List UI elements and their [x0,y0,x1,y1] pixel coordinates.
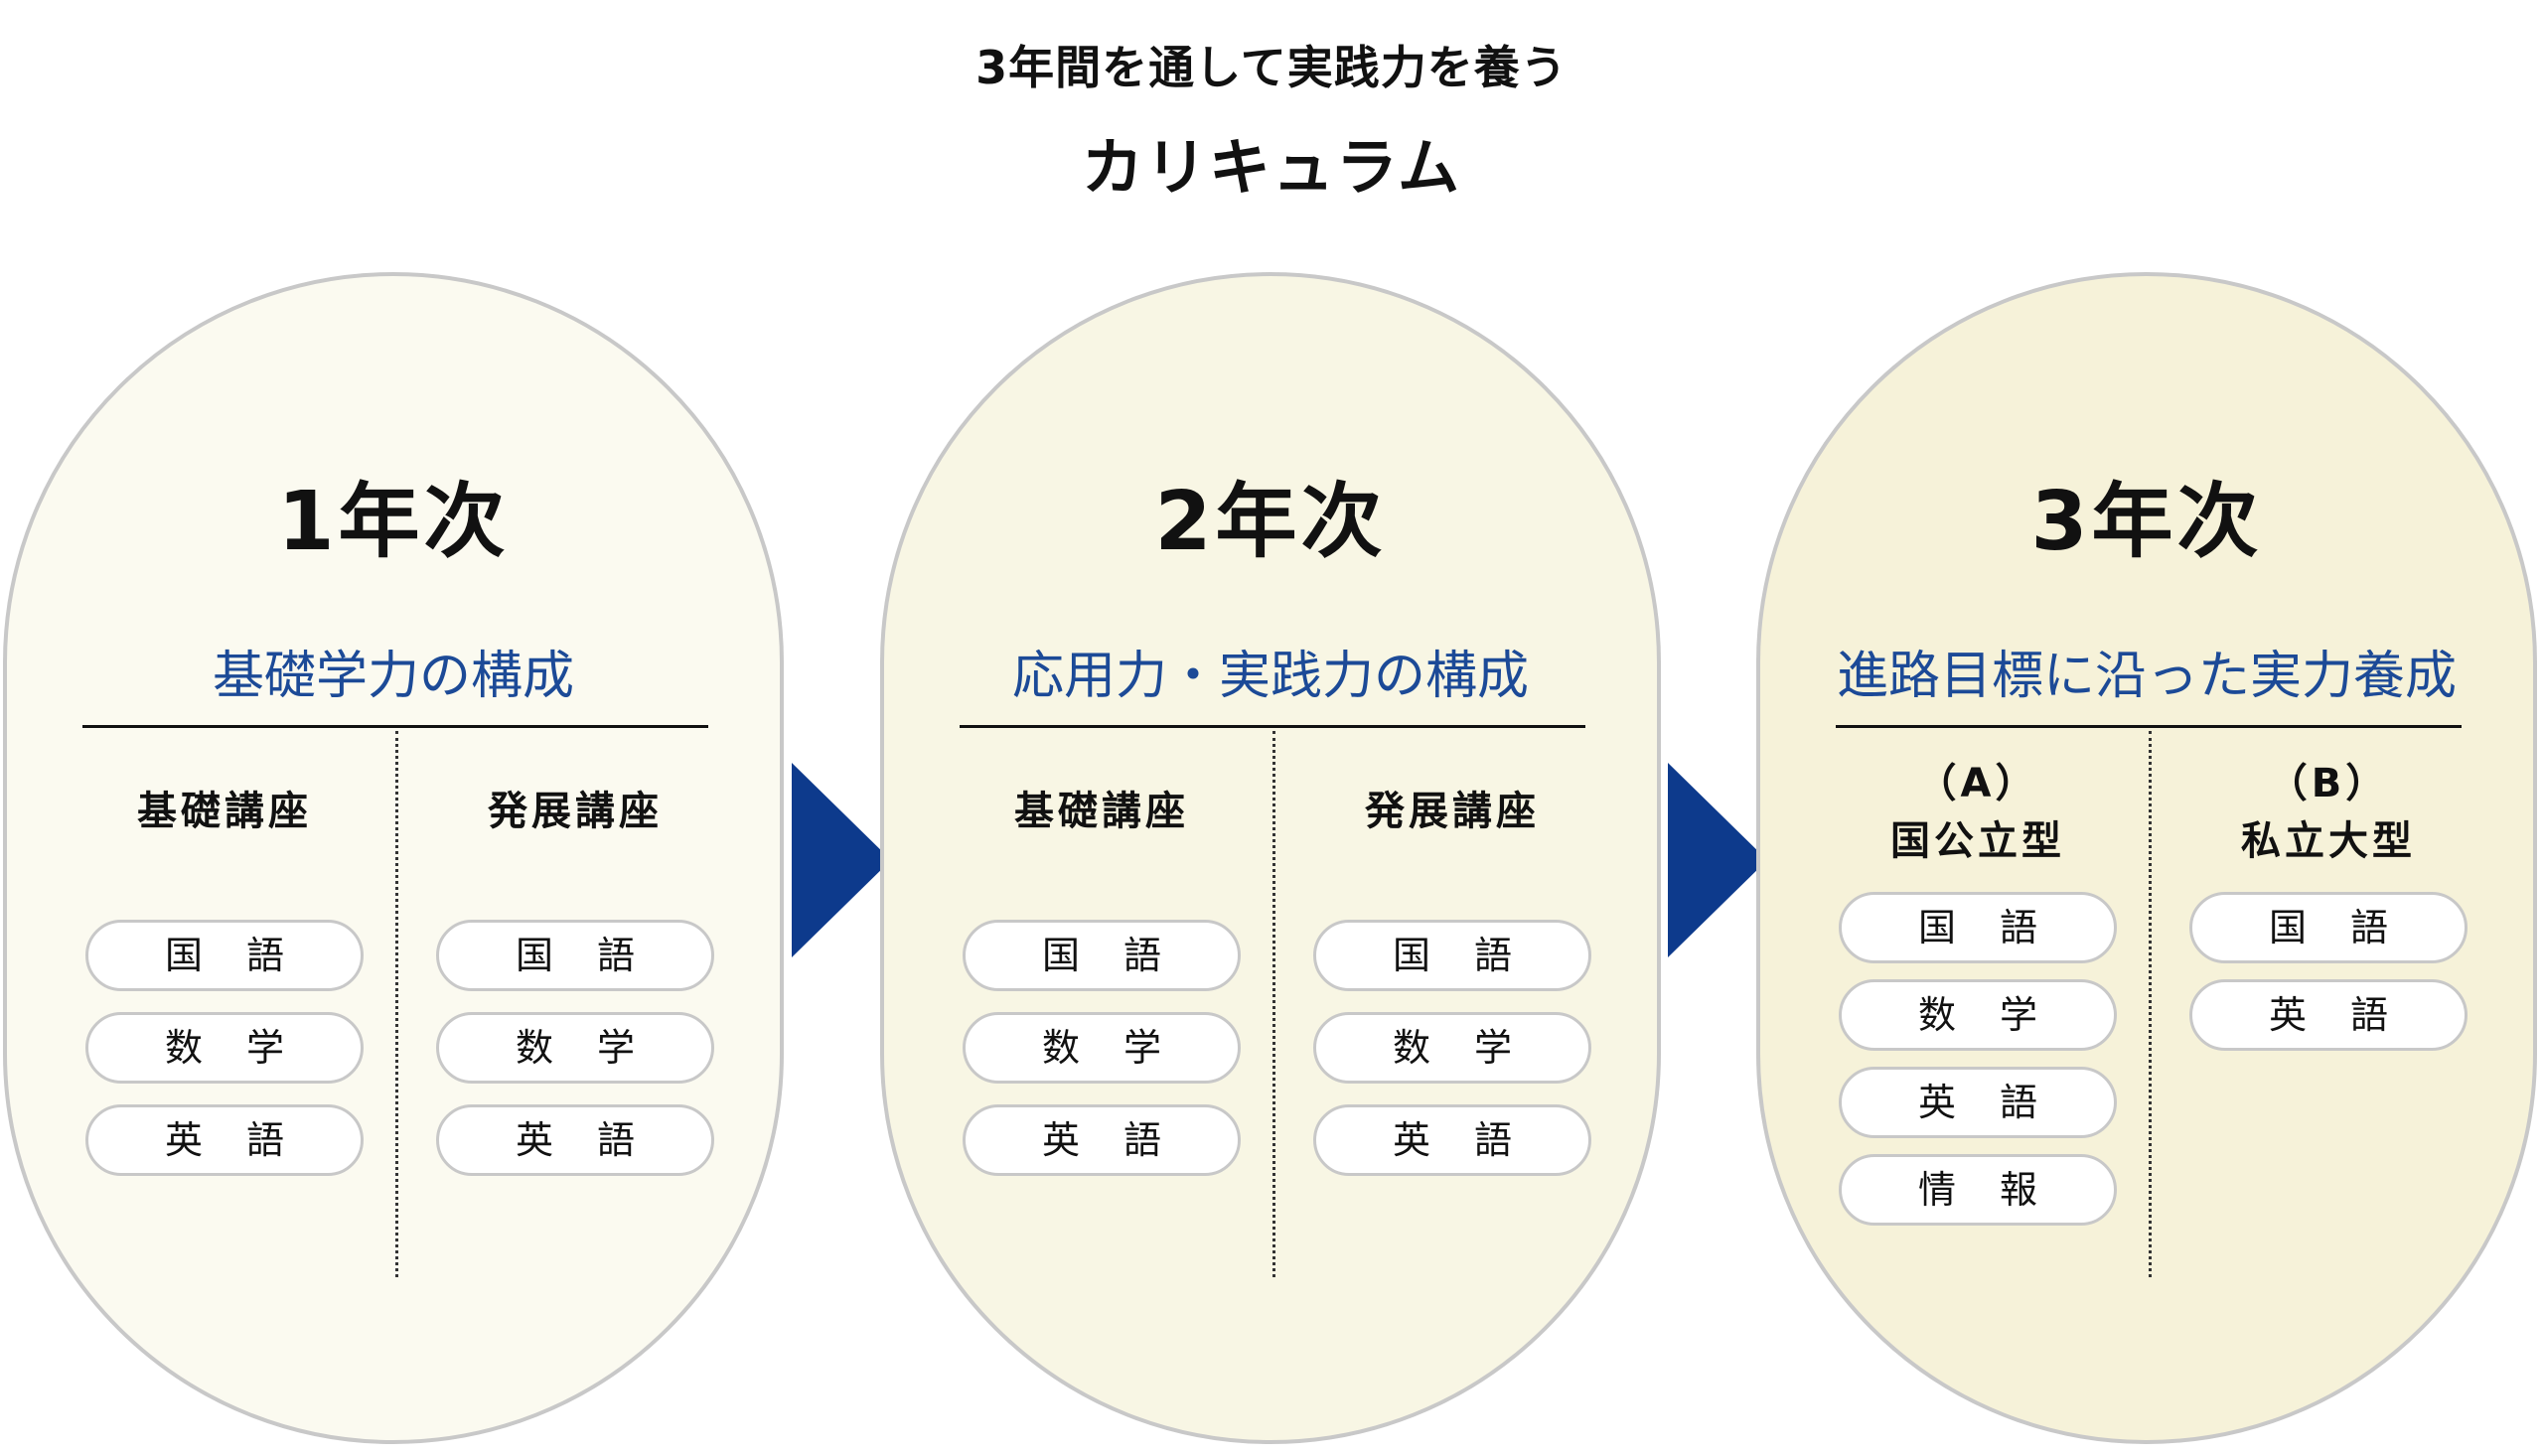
subject-pill: 数 学 [1313,1012,1591,1084]
page-title: カリキュラム [1081,131,1462,204]
column-heading-name: 私立大型 [2241,818,2416,864]
subject-pill: 国 語 [1313,920,1591,991]
page-subtitle: 3年間を通して実践力を養う [975,41,1568,94]
year-1-card: 1年次 基礎学力の構成 基礎講座 国 語 数 学 英 語 発展講座 国 語 数 … [3,272,784,1444]
subject-pill: 数 学 [963,1012,1241,1084]
year-2-theme-rule [960,725,1585,728]
year-1-label: 1年次 [277,475,510,569]
subject-pill: 国 語 [2189,892,2468,963]
year-2-label: 2年次 [1154,475,1387,569]
year-3-label: 3年次 [2030,475,2263,569]
subject-pill: 英 語 [1839,1067,2117,1138]
progress-arrow-1 [792,763,891,957]
year-2-theme: 応用力・実践力の構成 [1011,647,1529,706]
subject-pill: 英 語 [1313,1104,1591,1176]
column-heading: 基礎講座 [137,789,312,834]
year-3-national-column: （A） 国公立型 国 語 数 学 英 語 情 報 [1839,761,2117,1241]
year-3-card: 3年次 進路目標に沿った実力養成 （A） 国公立型 国 語 数 学 英 語 情 … [1756,272,2537,1444]
year-3-theme: 進路目標に沿った実力養成 [1836,647,2457,706]
subject-pill: 英 語 [85,1104,364,1176]
subject-pill: 国 語 [1839,892,2117,963]
column-heading: 発展講座 [488,789,663,834]
column-heading: 基礎講座 [1014,789,1189,834]
year-3-column-divider [2149,731,2152,1277]
column-heading: （B） 私立大型 [2189,755,2468,870]
subject-pill: 国 語 [436,920,714,991]
subject-pill: 情 報 [1839,1154,2117,1226]
year-1-theme: 基礎学力の構成 [212,647,574,706]
subject-pill: 国 語 [85,920,364,991]
year-1-theme-rule [82,725,708,728]
column-heading-type: （A） [1916,761,2039,806]
year-3-theme-rule [1836,725,2462,728]
subject-pill: 国 語 [963,920,1241,991]
subject-pill: 数 学 [85,1012,364,1084]
column-heading: 発展講座 [1365,789,1540,834]
column-heading-name: 国公立型 [1890,818,2065,864]
year-3-private-column: （B） 私立大型 国 語 英 語 [2189,761,2468,1067]
subject-pill: 数 学 [1839,979,2117,1051]
year-1-column-divider [395,731,398,1277]
year-1-basic-column: 基礎講座 国 語 数 学 英 語 [85,783,364,1197]
year-2-advanced-column: 発展講座 国 語 数 学 英 語 [1313,783,1591,1197]
column-heading: （A） 国公立型 [1839,755,2117,870]
year-2-basic-column: 基礎講座 国 語 数 学 英 語 [963,783,1241,1197]
year-2-column-divider [1272,731,1275,1277]
year-1-advanced-column: 発展講座 国 語 数 学 英 語 [436,783,714,1197]
subject-pill: 数 学 [436,1012,714,1084]
progress-arrow-2 [1668,763,1767,957]
subject-pill: 英 語 [2189,979,2468,1051]
year-2-card: 2年次 応用力・実践力の構成 基礎講座 国 語 数 学 英 語 発展講座 国 語… [880,272,1661,1444]
subject-pill: 英 語 [436,1104,714,1176]
subject-pill: 英 語 [963,1104,1241,1176]
column-heading-type: （B） [2267,761,2390,806]
